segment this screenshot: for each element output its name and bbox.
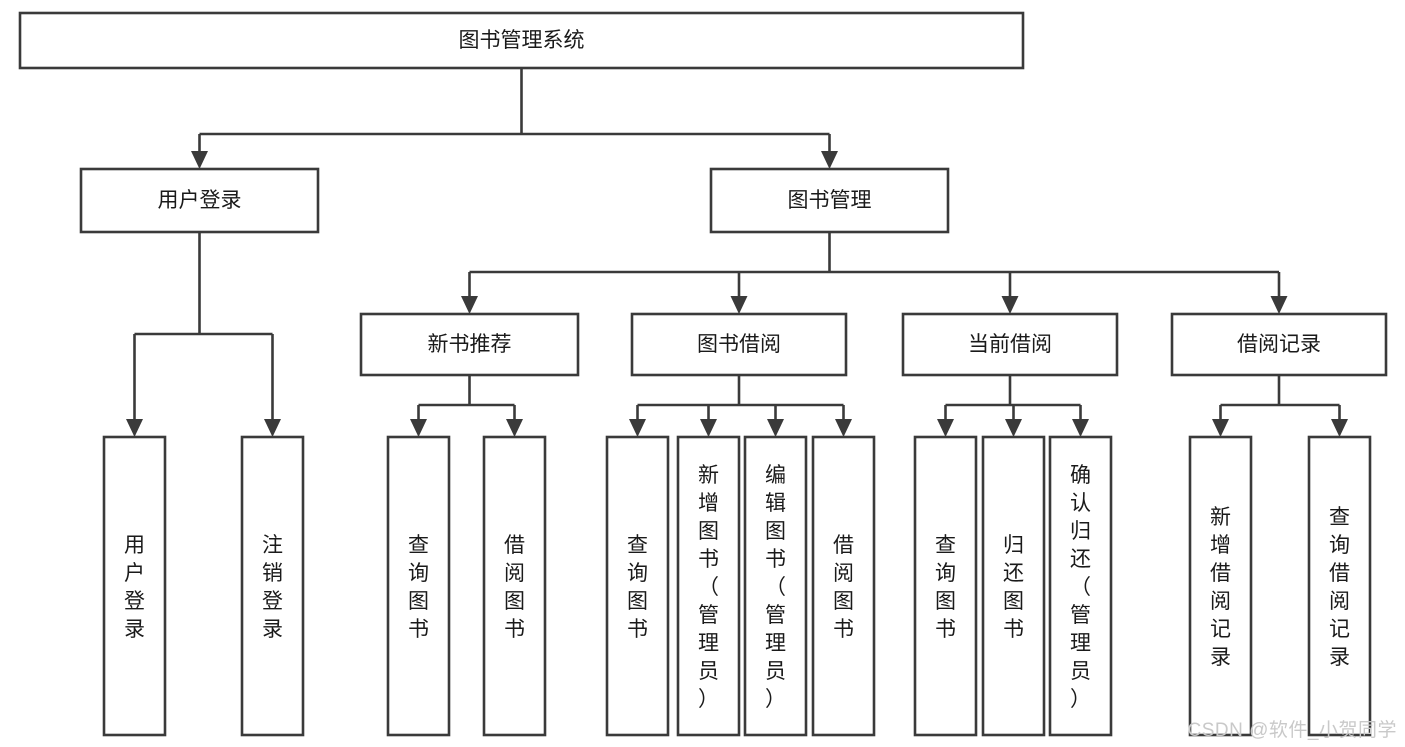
arrow-head-icon [937, 419, 954, 437]
node-label: 注销登录 [262, 534, 283, 641]
node-l2_1[interactable]: 图书管理 [709, 167, 950, 234]
node-label: 查询图书 [935, 534, 956, 641]
arrow-head-icon [1072, 419, 1089, 437]
node-box [359, 312, 580, 377]
node-box [913, 435, 978, 737]
node-box [1307, 435, 1372, 737]
node-label: 图书管理系统 [459, 29, 585, 52]
node-box [605, 435, 670, 737]
node-leaf_10[interactable]: 确认归还（管理员） [1048, 435, 1113, 737]
node-leaf_7[interactable]: 借阅图书 [811, 435, 876, 737]
edges-layer [126, 68, 1348, 437]
arrow-head-icon [700, 419, 717, 437]
node-leaf_6[interactable]: 编辑图书（管理员） [743, 435, 808, 737]
node-label: 新书推荐 [428, 333, 512, 356]
node-box [18, 11, 1025, 70]
arrow-head-icon [264, 419, 281, 437]
edge-group-l2_0 [126, 232, 281, 437]
arrow-head-icon [410, 419, 427, 437]
node-leaf_0[interactable]: 用户登录 [102, 435, 167, 737]
node-box [240, 435, 305, 737]
node-l3_3[interactable]: 借阅记录 [1170, 312, 1388, 377]
node-box [901, 312, 1119, 377]
node-box [630, 312, 848, 377]
node-label: 图书管理 [788, 189, 872, 212]
node-l2_0[interactable]: 用户登录 [79, 167, 320, 234]
node-box [386, 435, 451, 737]
node-leaf_11[interactable]: 新增借阅记录 [1188, 435, 1253, 737]
node-label: 新增图书（管理员） [698, 464, 719, 711]
arrow-head-icon [461, 296, 478, 314]
node-l3_2[interactable]: 当前借阅 [901, 312, 1119, 377]
edge-group-l3_1 [629, 375, 852, 437]
edge-group-l3_0 [410, 375, 523, 437]
arrow-head-icon [1331, 419, 1348, 437]
arrow-head-icon [835, 419, 852, 437]
node-label: 借阅记录 [1237, 333, 1321, 356]
arrow-head-icon [191, 151, 208, 169]
node-box [1188, 435, 1253, 737]
arrow-head-icon [730, 296, 748, 314]
arrow-head-icon [1001, 296, 1019, 314]
node-box [1048, 435, 1113, 737]
node-leaf_2[interactable]: 查询图书 [386, 435, 451, 737]
node-box [743, 435, 808, 737]
node-label: 用户登录 [158, 189, 242, 212]
node-l3_1[interactable]: 图书借阅 [630, 312, 848, 377]
node-label: 借阅图书 [504, 534, 525, 641]
node-box [811, 435, 876, 737]
node-box [482, 435, 547, 737]
node-l3_0[interactable]: 新书推荐 [359, 312, 580, 377]
node-box [1170, 312, 1388, 377]
node-box [676, 435, 741, 737]
arrow-head-icon [1212, 419, 1229, 437]
node-box [102, 435, 167, 737]
node-leaf_5[interactable]: 新增图书（管理员） [676, 435, 741, 737]
node-label: 查询图书 [627, 534, 648, 641]
node-leaf_1[interactable]: 注销登录 [240, 435, 305, 737]
node-label: 归还图书 [1003, 534, 1024, 641]
node-root[interactable]: 图书管理系统 [18, 11, 1025, 70]
node-box [709, 167, 950, 234]
edge-group-root [191, 68, 838, 169]
node-label: 编辑图书（管理员） [765, 464, 786, 711]
node-leaf_4[interactable]: 查询图书 [605, 435, 670, 737]
node-label: 确认归还（管理员） [1070, 464, 1091, 711]
node-leaf_9[interactable]: 归还图书 [981, 435, 1046, 737]
arrow-head-icon [767, 419, 784, 437]
arrow-head-icon [629, 419, 646, 437]
node-label: 查询借阅记录 [1329, 506, 1350, 669]
arrow-head-icon [126, 419, 143, 437]
edge-group-l3_2 [937, 375, 1089, 437]
node-leaf_12[interactable]: 查询借阅记录 [1307, 435, 1372, 737]
arrow-head-icon [1005, 419, 1022, 437]
node-box [79, 167, 320, 234]
arrow-head-icon [821, 151, 838, 169]
node-label: 用户登录 [124, 534, 145, 641]
node-box [981, 435, 1046, 737]
edge-group-l2_1 [461, 232, 1288, 314]
node-label: 图书借阅 [697, 333, 781, 356]
arrow-head-icon [1270, 296, 1288, 314]
node-label: 新增借阅记录 [1210, 506, 1231, 669]
node-leaf_3[interactable]: 借阅图书 [482, 435, 547, 737]
edge-group-l3_3 [1212, 375, 1348, 437]
node-leaf_8[interactable]: 查询图书 [913, 435, 978, 737]
nodes-layer: 图书管理系统用户登录图书管理新书推荐图书借阅当前借阅借阅记录用户登录注销登录查询… [18, 11, 1388, 737]
node-label: 借阅图书 [833, 534, 854, 641]
node-label: 当前借阅 [968, 333, 1052, 356]
arrow-head-icon [506, 419, 523, 437]
node-label: 查询图书 [408, 534, 429, 641]
